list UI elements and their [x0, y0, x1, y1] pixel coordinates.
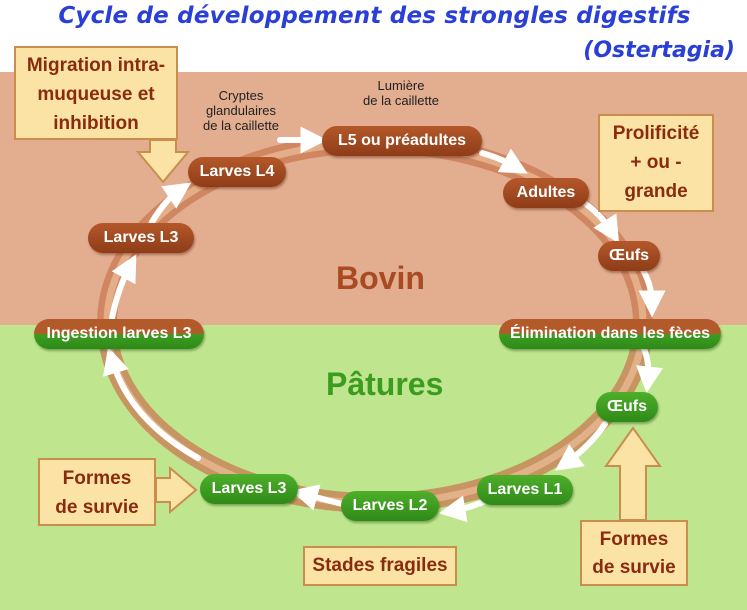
stades-fragiles-box: Stades fragiles — [303, 546, 457, 586]
formes-right-pointer — [604, 426, 662, 521]
stage-l5-preadultes: L5 ou préadultes — [322, 126, 482, 156]
migration-line-1: Migration intra- — [26, 55, 166, 76]
formes-survie-right-box: Formes de survie — [580, 520, 688, 586]
stage-oeufs-pature: Œufs — [596, 392, 658, 422]
formes-right-line-1: Formes — [599, 529, 669, 550]
stage-larves-l3-pature: Larves L3 — [200, 474, 298, 504]
migration-line-2: muqueuse et — [37, 84, 155, 105]
lumiere-line-2: de la caillette — [363, 93, 439, 108]
lumiere-line-1: Lumière — [377, 78, 425, 93]
box-pointers — [135, 139, 662, 521]
prolificite-box: Prolificité + ou - grande — [598, 114, 714, 212]
prolificite-line-3: grande — [624, 181, 688, 202]
diagram-subtitle: (Ostertagia) — [583, 38, 735, 63]
arrow-oeufs-to-l1 — [554, 421, 608, 471]
diagram-title: Cycle de développement des strongles dig… — [58, 3, 691, 29]
lumiere-label: Lumière de la caillette — [346, 78, 456, 108]
stage-larves-l2: Larves L2 — [341, 491, 439, 521]
stage-larves-l4: Larves L4 — [188, 157, 286, 187]
prolificite-line-1: Prolificité — [612, 123, 700, 144]
arrow-l5-to-adultes — [479, 148, 528, 174]
formes-survie-left-box: Formes de survie — [38, 458, 156, 526]
stage-larves-l3-bovin: Larves L3 — [88, 223, 194, 253]
cryptes-line-1: Cryptes — [218, 88, 264, 103]
arrow-oeufs-to-elimination — [638, 267, 666, 318]
stage-oeufs-bovin: Œufs — [598, 241, 660, 271]
stage-larves-l1: Larves L1 — [477, 475, 573, 505]
cryptes-line-3: de la caillette — [203, 118, 279, 133]
cryptes-line-2: glandulaires — [205, 103, 277, 118]
migration-pointer — [135, 139, 191, 184]
stage-elimination-feces: Élimination dans les fèces — [499, 319, 721, 349]
arrow-l3-to-ingestion — [102, 347, 201, 461]
formes-left-pointer — [155, 465, 198, 515]
formes-left-line-2: de survie — [55, 497, 139, 518]
arrow-l3-to-l4 — [149, 182, 192, 225]
stage-ingestion-larves-l3: Ingestion larves L3 — [34, 319, 204, 349]
stage-adultes: Adultes — [503, 178, 589, 208]
zone-label-patures: Pâtures — [326, 366, 444, 402]
arrow-ingestion-to-l3 — [109, 254, 137, 321]
migration-line-3: inhibition — [53, 113, 139, 134]
formes-left-line-1: Formes — [62, 468, 132, 489]
arrow-adultes-to-oeufs — [583, 201, 620, 244]
prolificite-line-2: + ou - — [630, 152, 682, 173]
cryptes-label: Cryptes glandulaires de la caillette — [186, 88, 296, 133]
zone-label-bovin: Bovin — [336, 260, 425, 296]
migration-box: Migration intra- muqueuse et inhibition — [14, 46, 178, 140]
formes-right-line-2: de survie — [592, 557, 676, 578]
